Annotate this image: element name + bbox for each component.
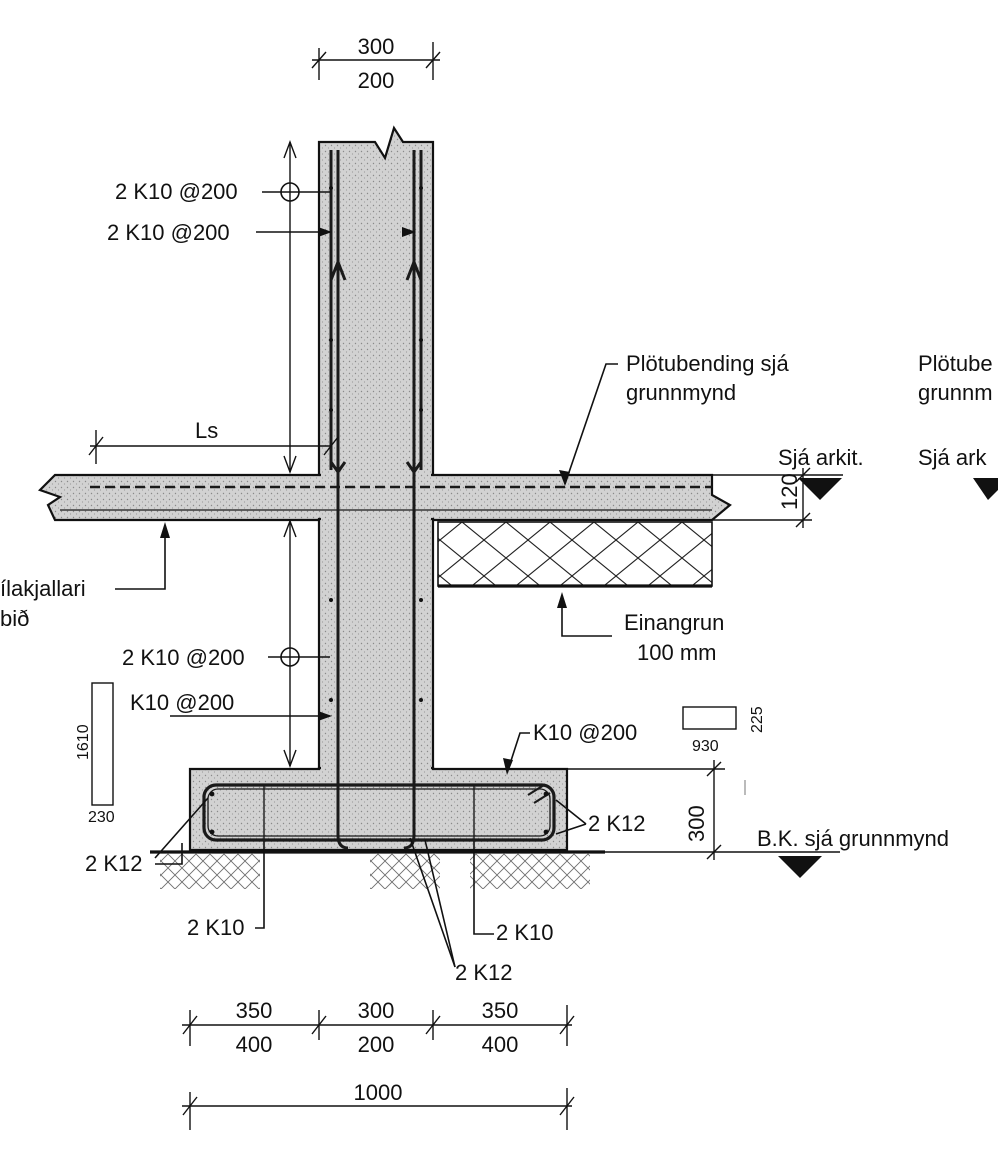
stirrup-right-width: 930 — [692, 738, 719, 755]
ground-soil — [150, 850, 605, 889]
lower-rebar-callouts: 2 K10 @200 K10 @200 K10 @200 — [122, 645, 637, 775]
insulation-layer — [437, 521, 713, 588]
insulation-note: Einangrun 100 mm — [557, 592, 724, 665]
insulation-thickness: 100 mm — [637, 640, 716, 665]
lap-length-dimension: Ls — [88, 418, 339, 464]
bottom-level-mark: B.K. sjá grunnmynd — [567, 826, 949, 878]
footing-bar-callouts: 2 K12 2 K12 2 K10 2 K10 2 K12 — [85, 797, 646, 985]
bottom-dimension-chain: 350 400 300 200 350 400 1000 — [182, 998, 575, 1130]
lower-wall-dimension — [283, 519, 297, 768]
left-note: ílakjallari bið — [0, 522, 170, 631]
rebar-callout-2: 2 K10 @200 — [107, 220, 230, 245]
stirrup-left-height: 1610 — [75, 724, 92, 760]
wall-width-top-label: 300 — [358, 34, 395, 59]
left-note-line-2: bið — [0, 606, 29, 631]
slab-note-cut-line-2: grunnm — [918, 380, 993, 405]
lap-length-label: Ls — [195, 418, 218, 443]
dim-left-bottom: 400 — [236, 1032, 273, 1057]
rebar-callout-3: 2 K10 @200 — [122, 645, 245, 670]
stirrup-left-width: 230 — [88, 809, 115, 826]
dim-right-top: 350 — [482, 998, 519, 1023]
bar-2k12-right: 2 K12 — [588, 811, 646, 836]
rebar-callout-5: K10 @200 — [533, 720, 637, 745]
stirrup-shape-right: 225 930 — [682, 706, 766, 755]
upper-wall-dimension — [283, 140, 297, 474]
insulation-label: Einangrun — [624, 610, 724, 635]
slab-thickness-dimension: 120 — [712, 467, 812, 528]
left-note-line-1: ílakjallari — [0, 576, 86, 601]
wall-width-bottom-label: 200 — [358, 68, 395, 93]
reinforcement-bars — [60, 150, 712, 850]
dim-left-top: 350 — [236, 998, 273, 1023]
bar-2k10-right: 2 K10 — [496, 920, 554, 945]
dim-mid-top: 300 — [358, 998, 395, 1023]
rebar-callout-1: 2 K10 @200 — [115, 179, 238, 204]
rebar-callout-4: K10 @200 — [130, 690, 234, 715]
stirrup-right-height: 225 — [749, 706, 766, 733]
bar-2k10-left: 2 K10 — [187, 915, 245, 940]
slab-note-cut-line-1: Plötube — [918, 351, 993, 376]
bottom-level-label: B.K. sjá grunnmynd — [757, 826, 949, 851]
level-marks: Sjá arkit. Sjá ark — [712, 445, 998, 500]
bar-2k12-left: 2 K12 — [85, 851, 143, 876]
dim-total: 1000 — [354, 1080, 403, 1105]
stirrup-shape-left: 1610 230 — [75, 682, 115, 826]
slab-reinforcement-note: Plötubending sjá grunnmynd Plötube grunn… — [559, 351, 993, 486]
wall-width-dimension: 300 200 — [311, 34, 441, 93]
dim-right-bottom: 400 — [482, 1032, 519, 1057]
upper-rebar-callouts: 2 K10 @200 2 K10 @200 — [107, 179, 416, 245]
bar-2k12-bottom: 2 K12 — [455, 960, 513, 985]
slab-note-line-1: Plötubending sjá — [626, 351, 789, 376]
slab-note-line-2: grunnmynd — [626, 380, 736, 405]
footing-height-dimension: 300 — [567, 760, 746, 860]
dim-mid-bottom: 200 — [358, 1032, 395, 1057]
footing-height-label: 300 — [684, 805, 709, 842]
level-mark-cut-label: Sjá ark — [918, 445, 987, 470]
slab-thickness-label: 120 — [777, 473, 802, 510]
level-mark-label: Sjá arkit. — [778, 445, 864, 470]
